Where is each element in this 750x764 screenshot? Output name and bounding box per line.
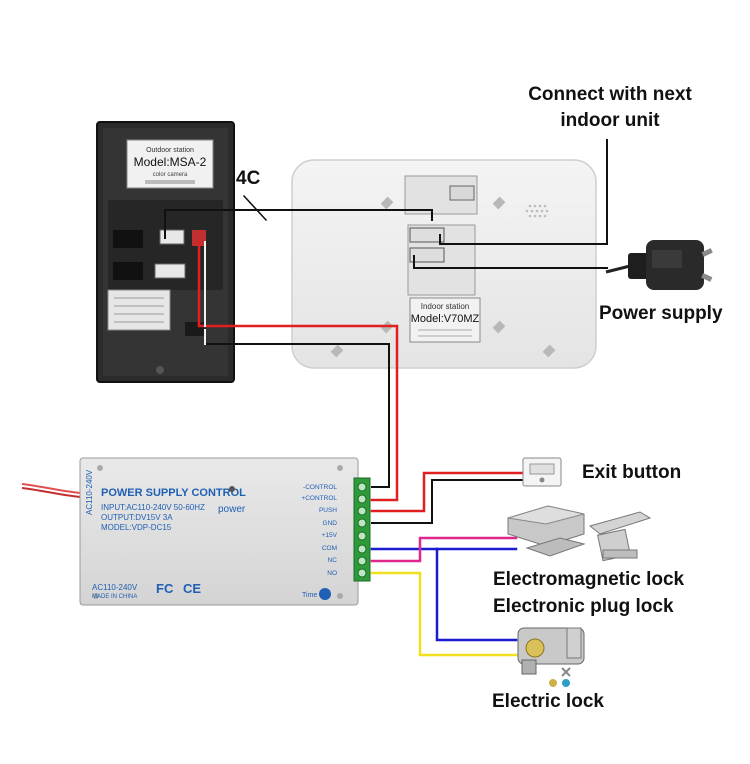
indoor-monitor: Indoor station Model:V70MZ xyxy=(291,159,597,369)
outdoor-station-header: Outdoor station xyxy=(146,147,194,154)
psu-model: MODEL:VDP-DC15 xyxy=(101,523,172,532)
exit-button-label: Exit button xyxy=(582,462,682,483)
next-unit-label-line2: indoor unit xyxy=(560,110,660,131)
terminal-label-no: NO xyxy=(327,570,337,577)
no-yellow-wire xyxy=(370,571,518,657)
terminal-label-gnd: GND xyxy=(323,520,338,527)
fc-mark: FC xyxy=(156,581,174,596)
outdoor-red-wire xyxy=(197,240,399,502)
psu-time-label: Time xyxy=(302,592,317,599)
terminal-label-15v: +15V xyxy=(322,532,338,539)
four-c-label: 4C xyxy=(236,168,261,189)
outdoor-terminal-block xyxy=(159,229,185,245)
indoor-label-card xyxy=(409,297,481,343)
psu-made-in: MADE IN CHINA xyxy=(92,594,137,600)
exit-button-black-wire xyxy=(371,479,523,524)
monitor-terminal-block xyxy=(409,227,445,243)
power-supply-label: Power supply xyxy=(599,303,723,324)
psu-power-led-label: power xyxy=(218,504,246,515)
outdoor-station: Outdoor station Model:MSA-2 color camera xyxy=(96,121,235,383)
next-unit-label-line1: Connect with next xyxy=(528,84,692,105)
adapter-cable xyxy=(413,255,608,269)
terminal-label-push: PUSH xyxy=(319,507,337,514)
electronic-plug-lock-label: Electronic plug lock xyxy=(493,596,674,617)
green-terminal-block xyxy=(353,477,371,582)
indoor-station-header: Indoor station xyxy=(421,302,469,311)
next-unit-label: Connect with next indoor unit xyxy=(505,82,715,134)
psu-bottom-voltage: AC110-240V xyxy=(92,583,138,592)
time-adjust-knob xyxy=(319,588,331,600)
nc-magenta-wire xyxy=(370,536,518,563)
wiring xyxy=(164,139,608,657)
psu-input-spec: INPUT:AC110-240V 50-60HZ xyxy=(101,503,205,512)
terminal-label-nc: NC xyxy=(328,557,338,564)
power-adapter xyxy=(605,240,713,290)
electric-lock-device xyxy=(517,627,585,687)
plug-lock-device xyxy=(588,511,652,562)
electric-lock-label: Electric lock xyxy=(492,691,604,712)
psu-title: POWER SUPPLY CONTROL xyxy=(101,487,246,499)
power-supply-control-box: AC110-240V POWER SUPPLY CONTROL power IN… xyxy=(21,457,371,606)
speaker-grille xyxy=(525,204,549,218)
outdoor-station-model: Model:MSA-2 xyxy=(134,155,207,169)
electromagnetic-lock-label: Electromagnetic lock xyxy=(493,569,685,590)
psu-side-voltage: AC110-240V xyxy=(85,469,94,515)
terminal-label-com: COM xyxy=(322,545,337,552)
psu-output-spec: OUTPUT:DV15V 3A xyxy=(101,513,173,522)
electromagnetic-lock-device xyxy=(507,505,586,557)
terminal-label-plus-control: +CONTROL xyxy=(301,495,337,502)
next-unit-cable xyxy=(439,139,608,245)
terminal-label-minus-control: -CONTROL xyxy=(303,484,337,491)
exit-button-device xyxy=(522,457,562,487)
ce-mark: CE xyxy=(183,581,201,596)
outdoor-spec-sticker xyxy=(107,289,171,331)
outdoor-station-sub: color camera xyxy=(153,172,188,178)
indoor-station-model: Model:V70MZ xyxy=(411,313,480,325)
four-c-cable xyxy=(164,209,433,239)
exit-button-red-wire xyxy=(370,471,524,513)
